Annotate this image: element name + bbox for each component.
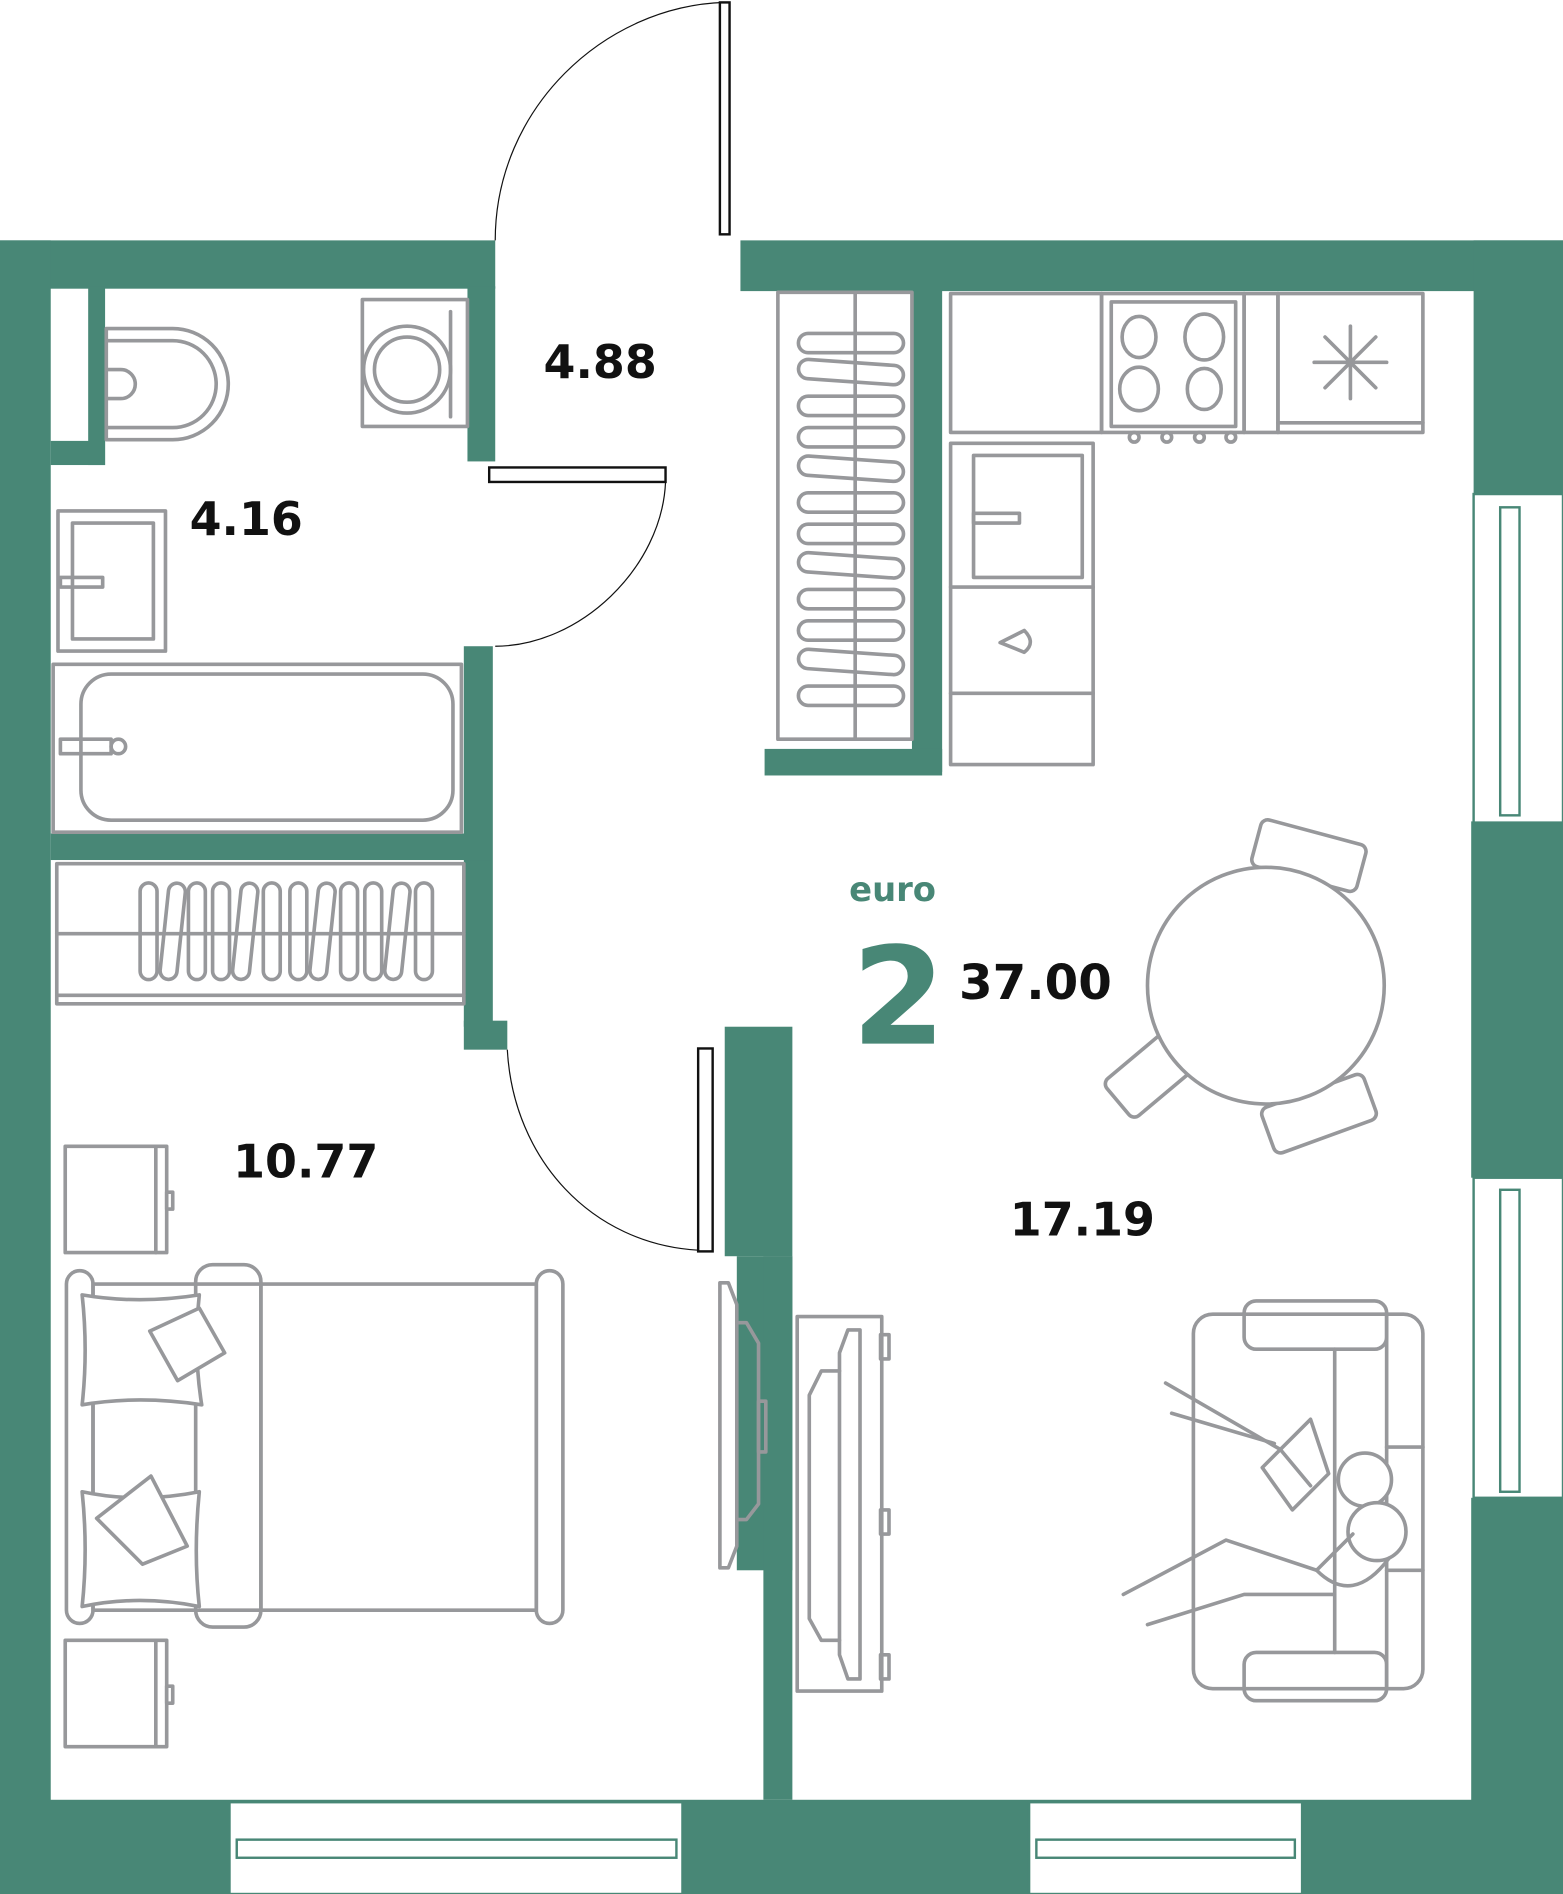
bed-icon (64, 1262, 565, 1629)
window-icon (228, 492, 1563, 1894)
stove-icon (1099, 291, 1246, 444)
rooms-count: 2 (852, 918, 946, 1076)
nightstand-icon (63, 1144, 175, 1255)
washing-machine-icon (360, 297, 470, 429)
wardrobe-icon (54, 861, 466, 1006)
door-icon (487, 1, 731, 1253)
sink-icon (56, 509, 168, 653)
nightstand-icon (63, 1638, 175, 1749)
wardrobe-icon (776, 290, 914, 742)
apartment-type-label: euro (849, 870, 936, 909)
dining-table-icon (1103, 818, 1387, 1155)
total-area: 37.00 (959, 955, 1112, 1011)
toilet-icon (104, 326, 231, 442)
area-label-hallway: 4.88 (544, 335, 657, 389)
area-label-bedroom: 10.77 (233, 1135, 378, 1189)
tv-stand-icon (718, 1280, 768, 1570)
area-label-kitchen-living: 17.19 (1010, 1193, 1155, 1247)
freezer-snowflake-icon (1242, 291, 1425, 435)
kitchen-sink-icon (971, 453, 1085, 580)
tv-stand-icon (795, 1314, 891, 1693)
sofa-icon (1191, 1299, 1425, 1703)
people-icon (1121, 1381, 1408, 1627)
bathtub-icon (51, 662, 464, 835)
area-label-bathroom: 4.16 (190, 492, 303, 546)
